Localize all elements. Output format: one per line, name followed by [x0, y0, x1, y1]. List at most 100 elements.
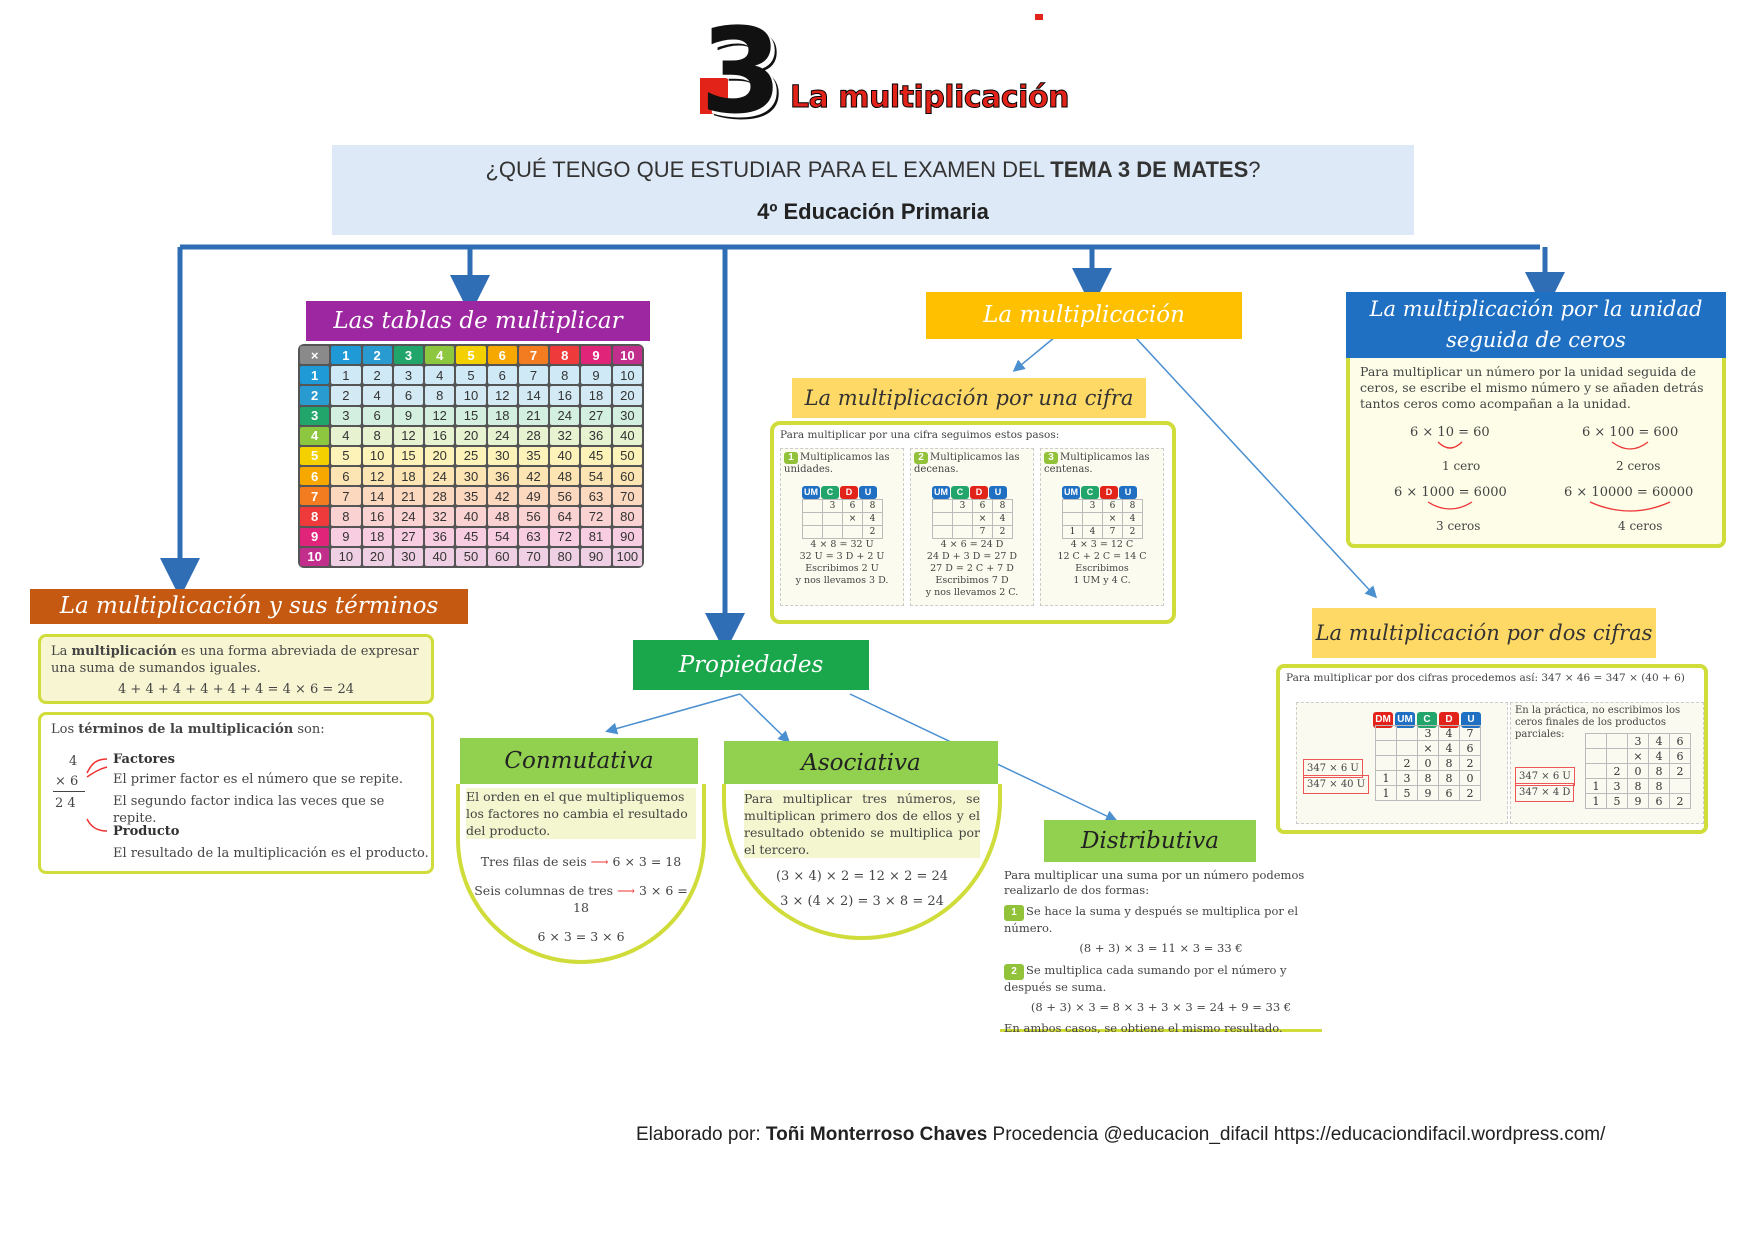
table-cell: 70 [518, 547, 549, 566]
table-cell: 10 [612, 366, 642, 385]
grid-cell: 3 [952, 499, 973, 513]
step-title: Multiplicamos las unidades. [784, 452, 890, 475]
step-line: 12 C + 2 C = 14 C [1057, 551, 1147, 562]
grid-cell [1062, 512, 1083, 526]
grid-cell: 0 [1459, 770, 1481, 786]
grid-cell: 5 [1606, 793, 1628, 809]
terminos-definition: La multiplicación es una forma abreviada… [51, 644, 419, 676]
table-cell: 45 [581, 446, 611, 466]
step-title: Multiplicamos las centenas. [1044, 452, 1150, 475]
grid-cell: 3 [1606, 778, 1628, 794]
asociativa-text: Para multiplicar tres números, se multip… [744, 790, 980, 858]
table-cell: 27 [393, 527, 424, 546]
unidad-ceros-text: Para multiplicar un número por la unidad… [1360, 364, 1704, 411]
grid-cell: 2 [992, 525, 1013, 539]
table-cell: 1 [331, 366, 361, 385]
table-cell: 6 [300, 467, 330, 486]
distributiva-e2: (8 + 3) × 3 = 8 × 3 + 3 × 3 = 24 + 9 = 3… [1030, 1000, 1292, 1014]
asociativa-eq2: 3 × (4 × 2) = 3 × 8 = 24 [780, 894, 944, 909]
asociativa-eq1: (3 × 4) × 2 = 12 × 2 = 24 [775, 869, 949, 884]
grid-cell: 6 [1669, 748, 1691, 764]
una-cifra-panel: Para multiplicar por una cifra seguimos … [770, 421, 1176, 624]
header-box: ¿QUÉ TENGO QUE ESTUDIAR PARA EL EXAMEN D… [332, 145, 1414, 235]
grid-cell: 2 [1669, 763, 1691, 779]
distributiva-panel: Para multiplicar una suma por un número … [1000, 862, 1322, 1035]
term-p1: El resultado de la multiplicación es el … [113, 846, 429, 861]
table-cell: 56 [550, 487, 580, 506]
table-cell: 12 [487, 386, 517, 405]
grid-cell: 3 [1627, 733, 1649, 749]
table-cell: 3 [331, 406, 361, 425]
table-cell: 63 [518, 527, 549, 546]
table-cell: 20 [362, 547, 392, 566]
grid-cell [842, 525, 863, 539]
table-cell: 54 [487, 527, 517, 546]
table-cell: 2 [362, 366, 392, 385]
label-347x4d: 347 × 4 D [1515, 783, 1575, 802]
table-cell: 12 [425, 406, 455, 425]
grid-cell: 8 [1417, 770, 1439, 786]
table-cell: 30 [487, 446, 517, 466]
grid-cell: 1 [1375, 770, 1397, 786]
node-terminos: La multiplicación y sus términos [30, 589, 468, 624]
grid-cell: 2 [1396, 755, 1418, 771]
grid-cell [1375, 740, 1397, 756]
term-producto: Producto [113, 824, 180, 839]
step-line: 32 U = 3 D + 2 U [799, 551, 885, 562]
terminos-intro: Los términos de la multiplicación son: [51, 722, 325, 737]
table-cell: 6 [362, 406, 392, 425]
logo-red-mark [1035, 14, 1043, 20]
dos-cifras-panel: Para multiplicar por dos cifras procedem… [1276, 664, 1708, 834]
grid-cell: 1 [1062, 525, 1083, 539]
table-cell: 36 [487, 467, 517, 486]
grid-cell: 8 [992, 499, 1013, 513]
table-cell: 16 [550, 386, 580, 405]
place-value-badge: C [1417, 712, 1437, 728]
table-cell: 9 [300, 527, 330, 546]
place-value-badge: D [1439, 712, 1459, 728]
grid-cell: 6 [1669, 733, 1691, 749]
table-header-cell: 1 [331, 346, 361, 365]
grid-row: ×4 [802, 512, 883, 526]
grid-cell [1606, 733, 1628, 749]
grid-row: 2 [802, 525, 883, 539]
table-cell: 18 [581, 386, 611, 405]
place-value-badge: C [821, 486, 839, 499]
step-line: 4 × 8 = 32 U [810, 539, 874, 550]
grid-cell: 2 [1122, 525, 1143, 539]
table-cell: 72 [550, 527, 580, 546]
place-value-badge: U [1119, 486, 1137, 499]
place-value-badge: D [1100, 486, 1118, 499]
table-cell: 24 [425, 467, 455, 486]
grid-cell [1062, 499, 1083, 513]
table-cell: 7 [300, 487, 330, 506]
table-cell: 32 [550, 426, 580, 445]
table-cell: 16 [362, 507, 392, 526]
grid-cell [1585, 748, 1607, 764]
operand-a: 4 [69, 754, 78, 769]
node-dos-cifras: La multiplicación por dos cifras [1312, 608, 1656, 658]
table-cell: 100 [612, 547, 642, 566]
table-cell: 40 [612, 426, 642, 445]
grid-cell: 6 [1459, 740, 1481, 756]
step-line: 1 UM y 4 C. [1073, 575, 1131, 586]
unidad-ceros-panel: Para multiplicar un número por la unidad… [1346, 358, 1726, 548]
grid-cell: 4 [1438, 725, 1460, 741]
grid-cell: 8 [1627, 778, 1649, 794]
grid-cell: × [1102, 512, 1123, 526]
